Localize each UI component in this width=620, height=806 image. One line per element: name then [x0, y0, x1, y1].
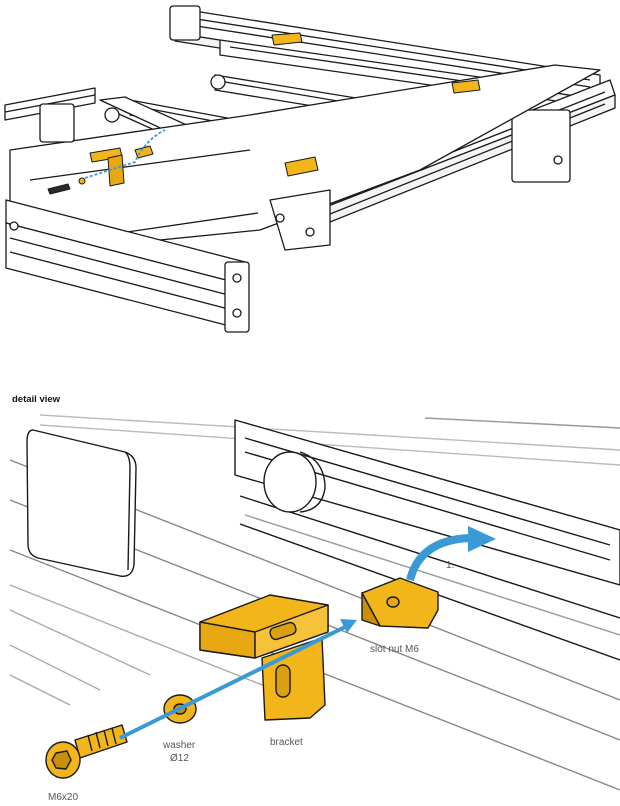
slot-nut: [361, 577, 439, 629]
cap-icon: [26, 429, 137, 577]
screw-label: M6x20: [48, 792, 78, 803]
assembly-axis-arrow: [119, 619, 357, 740]
overview-top-nut-1: [271, 32, 303, 46]
washer-icon: [78, 177, 86, 185]
overview-right-bracket: [284, 156, 319, 177]
front-gusset: [269, 189, 331, 251]
left-rail: [4, 74, 250, 333]
assembly-direction-arrow: [84, 129, 166, 179]
slot-nut-label: slot nut M6: [370, 644, 419, 655]
bracket: [199, 594, 329, 721]
frame-overview-illustration: [4, 5, 616, 333]
rotate-arrow-icon: [406, 526, 496, 582]
overview-top-nut-2: [451, 79, 481, 94]
step-label: 1.: [446, 560, 454, 571]
detail-view-title: detail view: [12, 394, 61, 405]
screw: [45, 724, 128, 779]
bracket-label: bracket: [270, 737, 303, 748]
detail-view-illustration: 1. slot nut M6 bracket washer Ø12 M6x20: [9, 414, 620, 803]
detail-back-profile: [39, 414, 620, 661]
screw-icon: [47, 183, 71, 195]
bracket-icon: [89, 147, 125, 187]
washer-size-label: Ø12: [170, 753, 189, 764]
washer-label: washer: [162, 740, 196, 751]
profile-plug: [263, 451, 326, 513]
